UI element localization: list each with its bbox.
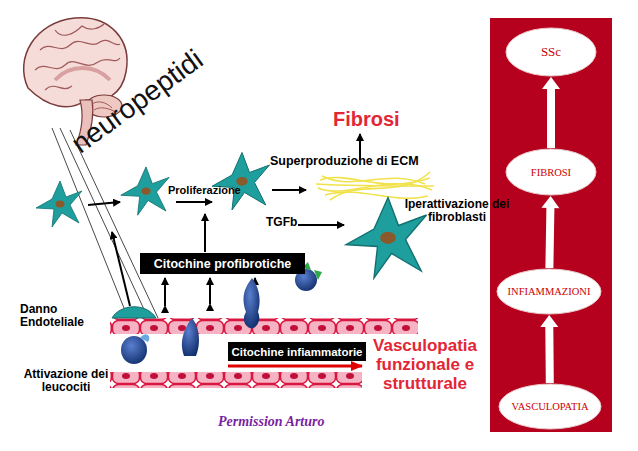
stage-oval: VASCULOPATIA [498,383,602,430]
vessel-wall [110,372,362,388]
box-text: Citochine profibrotiche [154,257,292,271]
vessel-wall [110,318,418,334]
arrow-head [542,77,560,89]
cytokine-label: TGFb [266,216,297,229]
process-label: Iperattivazione dei fibroblasti [400,198,514,225]
stage-oval: FIBROSI [505,148,597,196]
flow-arrow [540,315,558,383]
box-text: Citochine infiammatorie [232,346,363,358]
stage-oval: SSc [505,27,597,77]
stage-name: SSc [541,44,561,60]
red-band [490,18,612,432]
process-label: Danno Endoteliale [20,303,106,330]
cytokine-box: Citochine profibrotiche [140,253,305,274]
fibroblast [212,153,270,211]
node-text-group: Citochine profibrotiche [154,257,292,271]
process-label: Attivazione dei leucociti [16,368,116,395]
stage-name: FIBROSI [531,167,571,178]
node-text-group: FIBROSI [531,167,571,178]
credit-note: Permission Arturo [218,414,324,430]
oval-shape [506,149,596,195]
node-text-group: Citochine infiammatorie [232,346,363,358]
process-label: Proliferazione [168,184,241,196]
ecm-fibres [316,172,434,200]
outcome-label: Fibrosi [333,108,400,130]
oval-shape [499,384,601,429]
arrow-head [540,315,558,327]
cytokine-box: Citochine infiammatorie [228,342,366,361]
damaged-endothelium [112,307,156,318]
oval-shape [497,269,601,314]
stage-name: VASCULOPATIA [511,401,588,412]
arrow-head [541,196,559,208]
outcome-label: Vasculopatia funzionale e strutturale [364,336,486,393]
node-text-group: INFIAMMAZIONI [508,286,591,297]
node-text-group: VASCULOPATIA [511,401,588,412]
stage-oval: INFIAMMAZIONI [496,268,602,315]
nerve-lines [52,128,158,318]
node-text-group: SSc [541,44,561,60]
stage-name: INFIAMMAZIONI [508,286,591,297]
arrow-shaft [545,325,554,383]
flow-arrow [542,77,560,148]
arrow-shaft [549,206,550,268]
flow-arrow [541,196,559,268]
process-label: Superproduzione di ECM [270,154,419,168]
oval-shape [506,28,596,76]
red-arrow [228,365,362,368]
fibroblast [121,167,169,215]
arrow-shaft [547,87,555,148]
fibroblast [36,181,82,227]
